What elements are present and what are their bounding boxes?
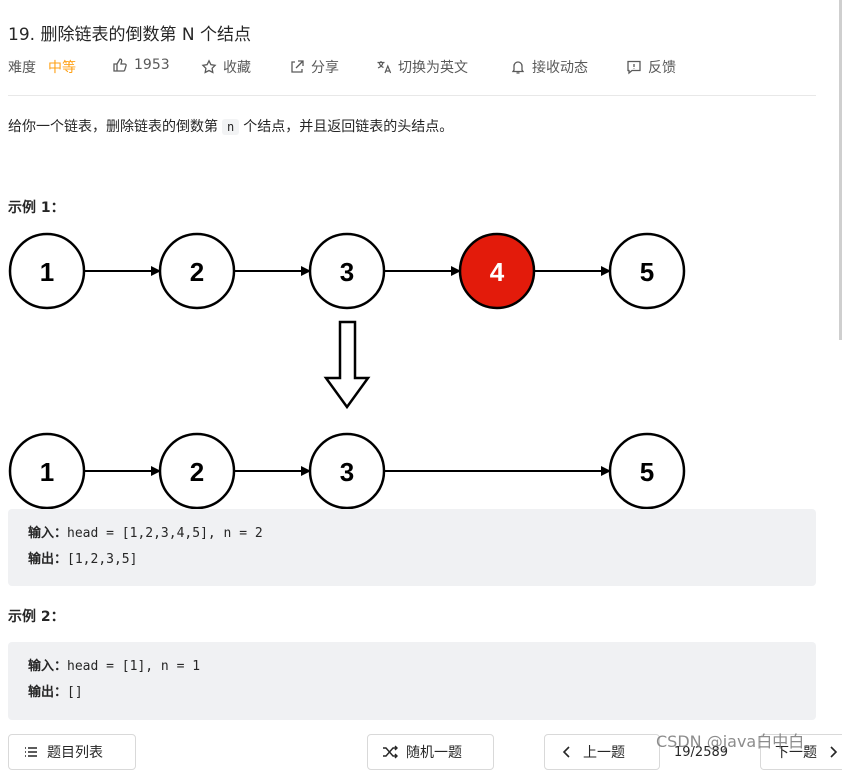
node-label: 3: [340, 457, 354, 487]
problem-page-indicator: 19/2589: [674, 745, 729, 760]
output-value: []: [67, 685, 83, 700]
example-2-io-block: 输入：head = [1], n = 1 输出：[]: [8, 642, 816, 720]
output-label: 输出：: [28, 685, 68, 700]
node-label: 2: [190, 257, 204, 287]
difficulty-label: 难度: [8, 60, 36, 76]
list-icon: [25, 747, 37, 757]
star-icon: [201, 59, 217, 74]
list-node: 3: [308, 232, 386, 310]
problem-list-label: 题目列表: [47, 745, 103, 761]
random-problem-button[interactable]: 随机一题: [367, 734, 494, 770]
prev-problem-button[interactable]: 上一题: [544, 734, 660, 770]
translate-label: 切换为英文: [398, 60, 468, 76]
feedback-button[interactable]: 反馈: [626, 57, 676, 77]
next-problem-label: 下一题: [775, 745, 817, 761]
node-label: 1: [40, 457, 54, 487]
node-label: 5: [640, 457, 654, 487]
notify-button[interactable]: 接收动态: [510, 57, 588, 77]
linked-list-diagram: 1 2 3 4 5 1 2 3 5: [8, 232, 686, 510]
prev-problem-label: 上一题: [583, 745, 625, 761]
list-node: 3: [308, 432, 386, 510]
problem-title: 19. 删除链表的倒数第 N 个结点: [8, 25, 251, 45]
output-label: 输出：: [28, 552, 68, 567]
list-node: 1: [8, 432, 86, 510]
list-node: 2: [158, 432, 236, 510]
description-text-before: 给你一个链表，删除链表的倒数第: [8, 119, 218, 135]
before-list: 1 2 3 4 5: [8, 232, 686, 310]
notify-label: 接收动态: [532, 60, 588, 76]
node-label: 2: [190, 457, 204, 487]
example-2-title: 示例 2：: [8, 609, 65, 625]
list-node-removed: 4: [458, 232, 536, 310]
shuffle-icon: [383, 745, 398, 759]
watermark: CSDN @java白中白.: [656, 732, 810, 751]
translate-icon: [377, 61, 392, 74]
node-label: 3: [340, 257, 354, 287]
list-node: 2: [158, 232, 236, 310]
feedback-icon: [627, 60, 641, 75]
feedback-label: 反馈: [648, 60, 676, 76]
list-node: 5: [608, 432, 686, 510]
difficulty: 难度 中等: [8, 57, 76, 77]
description-text-after: 个结点，并且返回链表的头结点。: [243, 119, 454, 135]
thumbs-up-icon: [113, 58, 127, 72]
after-list: 1 2 3 5: [8, 432, 686, 510]
like-count: 1953: [134, 57, 170, 73]
favorite-button[interactable]: 收藏: [201, 57, 251, 77]
share-label: 分享: [311, 60, 339, 76]
example-1-title: 示例 1：: [8, 200, 65, 216]
node-label: 4: [490, 257, 505, 287]
header-divider: [8, 95, 816, 96]
like-button[interactable]: 1953: [112, 57, 170, 73]
problem-list-button[interactable]: 题目列表: [8, 734, 136, 770]
favorite-label: 收藏: [223, 60, 251, 76]
node-label: 5: [640, 257, 654, 287]
input-label: 输入：: [28, 659, 68, 674]
bell-icon: [511, 61, 525, 74]
share-icon: [291, 60, 304, 73]
scrollbar[interactable]: [839, 0, 842, 340]
difficulty-value: 中等: [48, 60, 76, 76]
input-value: head = [1,2,3,4,5], n = 2: [67, 526, 263, 541]
list-node: 5: [608, 232, 686, 310]
node-label: 1: [40, 257, 54, 287]
output-value: [1,2,3,5]: [67, 552, 138, 567]
input-label: 输入：: [28, 526, 68, 541]
down-arrow-icon: [323, 320, 371, 410]
chevron-left-icon: [562, 746, 570, 758]
list-node: 1: [8, 232, 86, 310]
share-button[interactable]: 分享: [289, 57, 339, 77]
translate-button[interactable]: 切换为英文: [376, 57, 468, 77]
inline-code-n: n: [222, 119, 240, 135]
random-problem-label: 随机一题: [406, 745, 462, 761]
input-value: head = [1], n = 1: [67, 659, 201, 674]
example-1-io-block: 输入：head = [1,2,3,4,5], n = 2 输出：[1,2,3,5…: [8, 509, 816, 586]
chevron-right-icon: [830, 746, 838, 758]
